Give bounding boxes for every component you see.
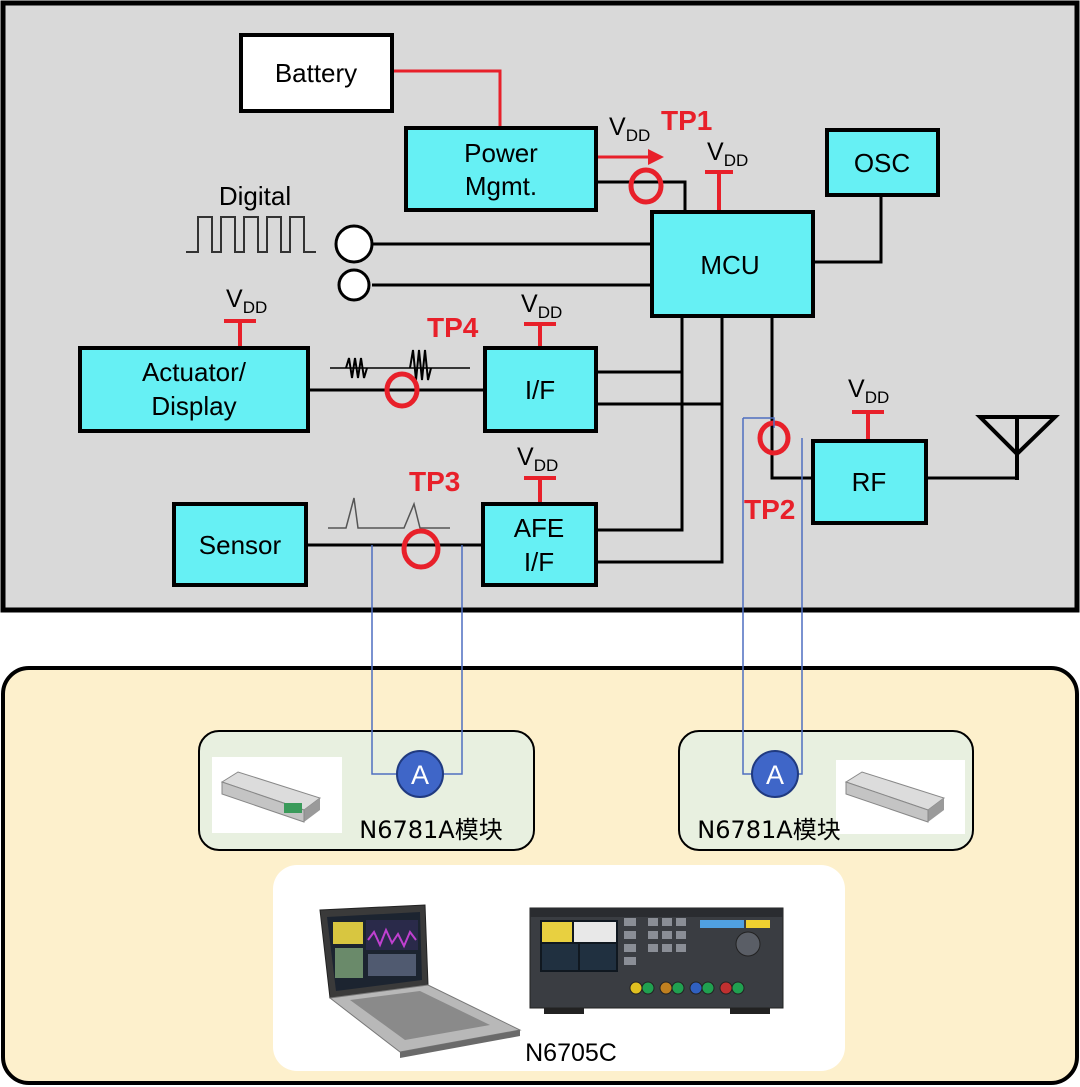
digital-port-2 [337,268,371,302]
power-label-line1: Power [464,138,538,168]
vdd-markers [224,170,884,504]
if-block [483,346,598,433]
if-label: I/F [525,375,555,405]
battery-block [239,33,394,113]
ammeter-right-symbol: A [766,760,784,790]
sensor-block [172,502,308,587]
antenna-icon [975,415,1060,480]
module-left-label: N6781A模块 [359,816,502,844]
ammeter-left-icon [396,750,444,798]
battery-label: Battery [275,58,357,88]
power-label-line2: Mgmt. [465,171,537,201]
laptop-icon [319,904,522,1058]
vdd-label-rf: VDD [848,375,889,407]
actuator-label-line2: Display [151,391,236,421]
sensor-pulse-icon [328,497,450,529]
mcu-label: MCU [700,250,759,280]
tp1-label: TP1 [661,105,712,136]
test-point-rings [384,167,791,570]
mainframe-label: N6705C [525,1039,617,1067]
ammeter-right-icon [751,750,799,798]
battery-power-line [392,69,502,128]
rf-block [811,439,928,525]
power-mgmt-block [404,126,598,212]
ammeter-left-symbol: A [411,760,429,790]
afe-if-block [481,502,598,587]
tp1-arrow-head [648,149,664,165]
tp3-label: TP3 [409,466,460,497]
vdd-label-mcu: VDD [707,138,748,170]
afe-label-line1: AFE [514,513,565,543]
module-right-label: N6781A模块 [697,816,840,844]
tp4-label: TP4 [427,312,479,343]
vdd-label-actuator: VDD [226,285,267,317]
digital-label: Digital [219,181,291,211]
vdd-label-if: VDD [521,290,562,322]
osc-block [825,128,940,197]
tp1-ring [628,167,664,205]
tp4-ring [384,371,420,409]
sensor-label: Sensor [199,530,282,560]
vdd-label-tp1: VDD [609,113,650,145]
mcu-block [650,210,815,318]
digital-waveform-icon [186,216,316,253]
tp3-ring [401,528,441,570]
actuator-display-block [78,346,310,433]
circuit-wires [306,180,1019,564]
vdd-label-afe: VDD [517,443,558,475]
actuator-label-line1: Actuator/ [142,357,247,387]
inductor-right-icon [409,349,432,381]
afe-label-line2: I/F [524,547,554,577]
osc-label: OSC [854,148,910,178]
digital-port-1 [334,224,374,264]
tp2-label: TP2 [744,494,795,525]
n6705c-instrument-icon [529,907,784,1014]
rf-label: RF [852,467,887,497]
module-left-photo [212,757,342,833]
module-right-photo [836,760,965,834]
